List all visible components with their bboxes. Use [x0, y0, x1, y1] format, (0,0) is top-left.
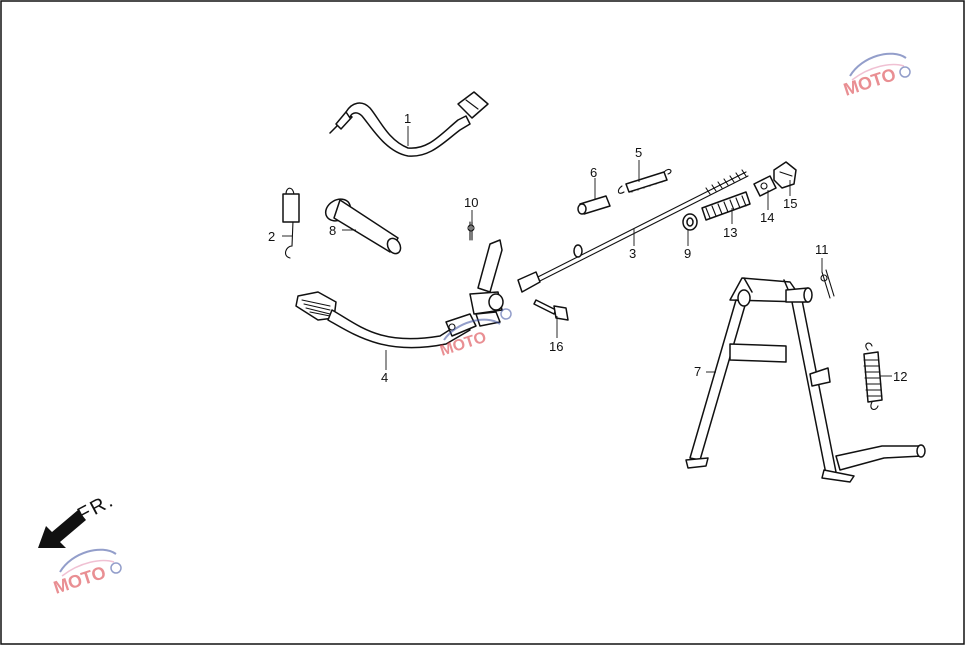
leader-lines — [282, 126, 892, 377]
part-9-washer — [682, 213, 698, 231]
part-3-brake-rod — [517, 169, 749, 293]
callout-15: 15 — [783, 196, 797, 211]
part-16-pin — [533, 299, 569, 321]
part-5-spring — [617, 168, 672, 194]
callout-1: 1 — [404, 111, 411, 126]
callout-9: 9 — [684, 246, 691, 261]
callout-13: 13 — [723, 225, 737, 240]
part-6-bushing — [577, 195, 611, 215]
part-10-cotter-pin — [467, 221, 475, 241]
callout-8: 8 — [329, 223, 336, 238]
callout-11: 11 — [815, 242, 829, 257]
callout-5: 5 — [635, 145, 642, 160]
callout-10: 10 — [464, 195, 478, 210]
callout-14: 14 — [760, 210, 774, 225]
callout-labels: 1 2 3 4 5 6 7 8 9 10 11 12 13 14 15 16 — [268, 111, 907, 385]
callout-7: 7 — [694, 364, 701, 379]
part-15-nut — [773, 161, 797, 189]
callout-12: 12 — [893, 369, 907, 384]
part-11-cotter-pin — [820, 269, 835, 299]
part-1-brake-switch — [329, 91, 489, 157]
part-2-spring — [282, 187, 300, 259]
callout-3: 3 — [629, 246, 636, 261]
part-14-joint — [753, 175, 777, 197]
callout-4: 4 — [381, 370, 388, 385]
part-7-center-stand — [685, 277, 926, 483]
callout-2: 2 — [268, 229, 275, 244]
part-4-brake-pedal — [295, 239, 504, 349]
part-12-spring — [863, 342, 883, 411]
part-8-pivot-shaft — [324, 198, 402, 255]
front-direction-indicator: FR. — [38, 489, 118, 548]
front-arrow-icon — [38, 510, 86, 548]
callout-16: 16 — [549, 339, 563, 354]
callout-6: 6 — [590, 165, 597, 180]
part-13-spring — [701, 191, 751, 221]
